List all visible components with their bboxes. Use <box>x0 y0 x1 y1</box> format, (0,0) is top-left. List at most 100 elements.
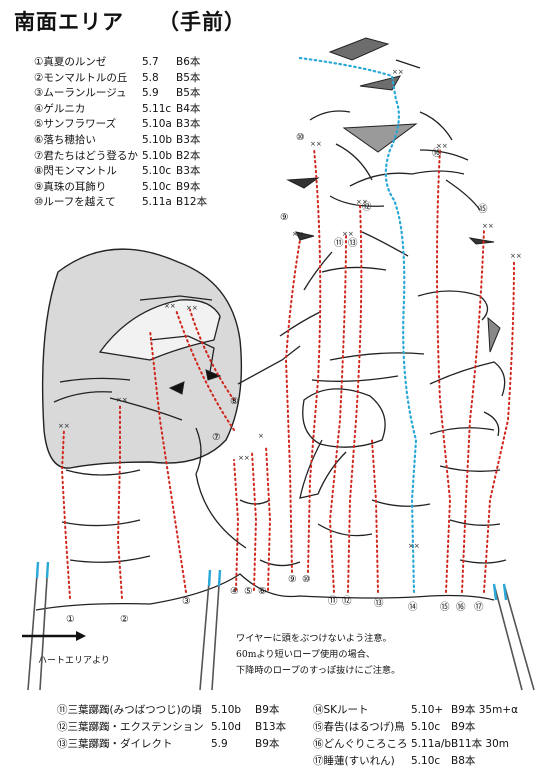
route-grade: 5.10c <box>142 180 172 193</box>
route-grade: 5.10b <box>142 133 173 146</box>
route-bolts: B3本 <box>176 133 201 146</box>
svg-text:××: ×× <box>310 140 322 148</box>
route-grade: 5.11a/b <box>411 738 452 750</box>
svg-text:××: ×× <box>342 230 354 238</box>
area-title: 南面エリア <box>14 10 124 34</box>
route-label: ⑫ <box>362 202 372 213</box>
route-bolts: B12本 <box>176 196 208 209</box>
route-label: ⑮ <box>440 602 450 613</box>
route-name: ⑥落ち穂拾い <box>34 133 96 146</box>
svg-text:×: × <box>258 432 264 440</box>
route-name: ⑦君たちはどう登るか <box>34 149 138 162</box>
route-label: ⑧ <box>230 396 239 407</box>
route-bolts: B9本 35m+α <box>451 704 519 716</box>
route-grade: 5.10a <box>142 118 172 131</box>
route-label: ⑩ <box>296 132 305 143</box>
route-label: ⑪ <box>334 238 344 249</box>
route-bolts: B9本 <box>255 704 280 716</box>
route-15-line <box>436 149 452 593</box>
route-label: ⑭ <box>408 602 418 613</box>
sk-route-line <box>298 56 418 594</box>
svg-text:××: ×× <box>292 230 304 238</box>
dark-rock-features <box>103 37 501 395</box>
route-12-line <box>347 205 363 593</box>
route-grade: 5.11c <box>142 102 172 115</box>
route-name: ⑨真珠の耳飾り <box>34 180 107 193</box>
route-grade: 5.10c <box>142 165 172 178</box>
route-label: ⑫ <box>342 596 352 607</box>
area-subtitle: （手前） <box>158 10 246 34</box>
route-label: ⑥ <box>258 586 267 597</box>
route-5-line <box>251 451 258 591</box>
route-label: ⑪ <box>328 596 338 607</box>
route-row: ⑭SKルート 5.10+ B9本 35m+α <box>313 702 519 719</box>
svg-text:××: ×× <box>164 302 176 310</box>
route-8-line <box>189 309 235 401</box>
route-label: ① <box>66 614 75 625</box>
route-17-line <box>483 259 515 593</box>
route-grade: 5.10+ <box>411 704 444 716</box>
svg-text:××: ×× <box>356 198 368 206</box>
safety-notes: ワイヤーに頭をぶつけないよう注意。 60mより短いロープ使用の場合、 下降時のロ… <box>236 631 400 679</box>
route-bolts: B9本 <box>451 721 476 733</box>
route-bolts: B3本 <box>176 118 201 131</box>
route-grade: 5.7 <box>142 56 159 68</box>
route-bolts: B2本 <box>176 149 201 162</box>
route-label: ⑰ <box>474 602 484 613</box>
route-bolts: B9本 <box>255 738 280 750</box>
route-bolts: B6本 <box>176 56 201 68</box>
route-bolts: B5本 <box>176 87 201 100</box>
route-label: ④ <box>230 586 239 597</box>
route-grade: 5.10b <box>211 704 242 716</box>
route-11-line <box>328 235 347 593</box>
route-bolts: B4本 <box>176 102 201 115</box>
route-grade: 5.10b <box>142 149 173 162</box>
route-number-labels: ① ② ③ ④ ⑤ ⑥ ⑦ ⑧ ⑨ ⑩ ⑪ ⑫ ⑬ ⑭ ⑮ ⑯ ⑰ ⑨ ⑩ ⑪ … <box>66 132 488 625</box>
svg-text:××: ×× <box>482 222 494 230</box>
svg-text:××: ×× <box>116 396 128 404</box>
route-bolts: B3本 <box>176 165 201 178</box>
route-1-line <box>60 429 71 599</box>
route-name: ⑫三葉躑躅・エクステンション <box>57 721 204 733</box>
route-label: ⑯ <box>456 602 466 613</box>
route-row: ④ゲルニカ 5.11c B4本 <box>34 102 216 118</box>
route-13-line <box>371 439 379 593</box>
route-2-line <box>116 403 123 599</box>
route-name: ①真夏のルンゼ <box>34 56 107 68</box>
route-16-line <box>461 229 485 593</box>
route-grade: 5.10d <box>211 721 242 733</box>
route-lines <box>60 147 515 599</box>
route-name: ④ゲルニカ <box>34 102 86 115</box>
route-bolts: B5本 <box>176 71 201 84</box>
route-label: ⑩ <box>302 574 311 585</box>
route-4-line <box>233 459 240 591</box>
route-6-line <box>265 445 272 591</box>
route-label: ⑤ <box>244 586 253 597</box>
route-label: ③ <box>182 596 191 607</box>
svg-text:××: ×× <box>186 304 198 312</box>
route-label: ⑬ <box>348 238 358 249</box>
route-grade: 5.9 <box>211 738 228 750</box>
route-grade: 5.11a <box>142 196 172 209</box>
wire-pole-tops <box>35 561 508 601</box>
route-bolts: B13本 <box>255 721 287 733</box>
route-grade: 5.9 <box>142 87 159 100</box>
route-10-line <box>307 147 322 573</box>
route-bolts: B11本 30m <box>451 738 509 750</box>
route-name: ⑭SKルート <box>313 704 369 716</box>
note-line: 下降時のロープのすっぽ抜けにご注意。 <box>236 665 401 676</box>
route-label: ⑦ <box>212 432 221 443</box>
